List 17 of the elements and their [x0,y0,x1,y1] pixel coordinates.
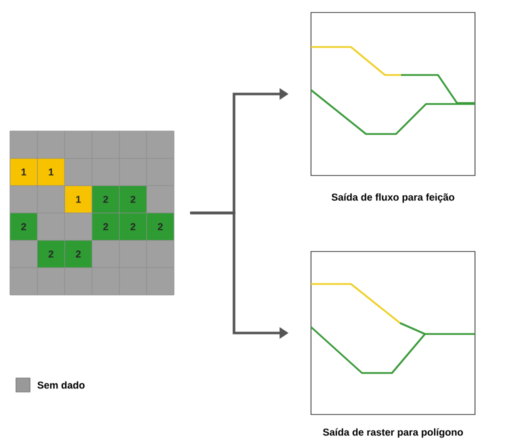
panel-caption: Saída de raster para polígono [323,428,463,438]
line-map-panel [310,12,476,176]
cell-value: 1 [48,168,54,176]
cell-value: 2 [158,223,163,230]
raster-grid [10,130,174,296]
legend-label: Sem dado [38,381,85,389]
cell-value: 1 [22,168,26,176]
line-map-panel [310,251,476,415]
panel-caption: Saída de fluxo para feição [332,193,454,203]
cell-value: 2 [130,196,136,203]
cell-value: 2 [21,223,26,230]
cell-value: 2 [48,250,54,258]
cell-value: 2 [103,196,108,203]
cell-value: 1 [76,196,81,203]
cell-value: 2 [103,223,108,230]
cell-value: 2 [130,223,136,230]
cell-value: 2 [76,250,81,258]
